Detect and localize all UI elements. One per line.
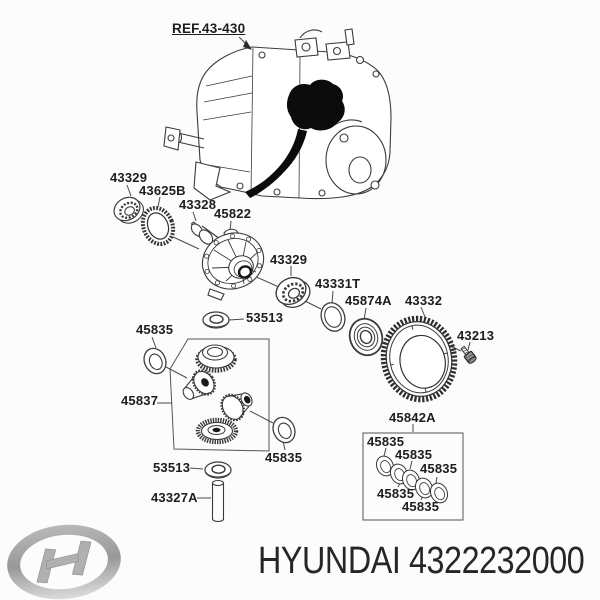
part-label-43329-middle: 43329	[270, 252, 308, 267]
part-label-45835-bottom-right: 45835	[265, 450, 303, 465]
part-label-45842A: 45842A	[389, 410, 436, 425]
cone-spacer-45874A	[348, 317, 384, 357]
gear-set-box-45837	[169, 338, 270, 452]
side-gear-bottom	[195, 417, 239, 445]
ref-label: REF.43-430	[172, 21, 246, 36]
hyundai-logo	[4, 518, 129, 600]
part-label-45835-kit-2: 45835	[395, 447, 433, 462]
part-label-43331T: 43331T	[315, 276, 361, 291]
spacer-43331T	[320, 302, 346, 332]
washer-53513-upper	[202, 311, 230, 329]
part-label-43328: 43328	[179, 197, 217, 212]
washer-45835-bottom-right	[268, 413, 300, 447]
pinion-gear-right	[220, 392, 253, 422]
pinion-shaft-43327A	[211, 479, 225, 523]
transmission-assembly	[163, 28, 392, 201]
part-label-43332: 43332	[405, 293, 443, 308]
washer-45835-top-left	[139, 344, 171, 378]
part-label-43213: 43213	[457, 328, 495, 343]
footer-caption: HYUNDAI 4322232000	[258, 540, 585, 583]
bearing-43329-middle	[269, 270, 317, 314]
part-label-45874A: 45874A	[345, 293, 392, 308]
bolt-43213	[460, 345, 477, 364]
part-label-45835-kit-4: 45835	[377, 486, 415, 501]
part-label-53513-upper: 53513	[246, 310, 284, 325]
brand-text: HYUNDAI	[258, 540, 401, 582]
part-label-43625B: 43625B	[139, 183, 186, 198]
final-ring-gear-43332	[380, 315, 458, 403]
part-number-text: 4322232000	[408, 540, 585, 582]
blackout-blob	[286, 79, 345, 131]
part-label-43327A: 43327A	[151, 490, 198, 505]
washer-kit-box-45842A	[362, 432, 464, 521]
blackout-swoosh	[245, 129, 307, 198]
hyundai-logo-icon	[7, 524, 121, 600]
ring-gear-43625B	[140, 206, 176, 246]
part-label-45835-kit-3: 45835	[420, 461, 458, 476]
part-label-53513-lower: 53513	[153, 460, 191, 475]
differential-case-45822	[190, 223, 265, 301]
pinion-gear-left	[182, 369, 217, 400]
part-label-45837: 45837	[121, 393, 159, 408]
side-gear-top	[195, 344, 237, 373]
part-label-45835-top-left: 45835	[136, 322, 174, 337]
part-label-45822: 45822	[214, 206, 252, 221]
part-label-45835-kit-5: 45835	[402, 499, 440, 514]
washer-53513-lower	[204, 461, 232, 479]
part-label-43329-left: 43329	[110, 170, 148, 185]
part-label-45835-kit-1: 45835	[367, 434, 405, 449]
